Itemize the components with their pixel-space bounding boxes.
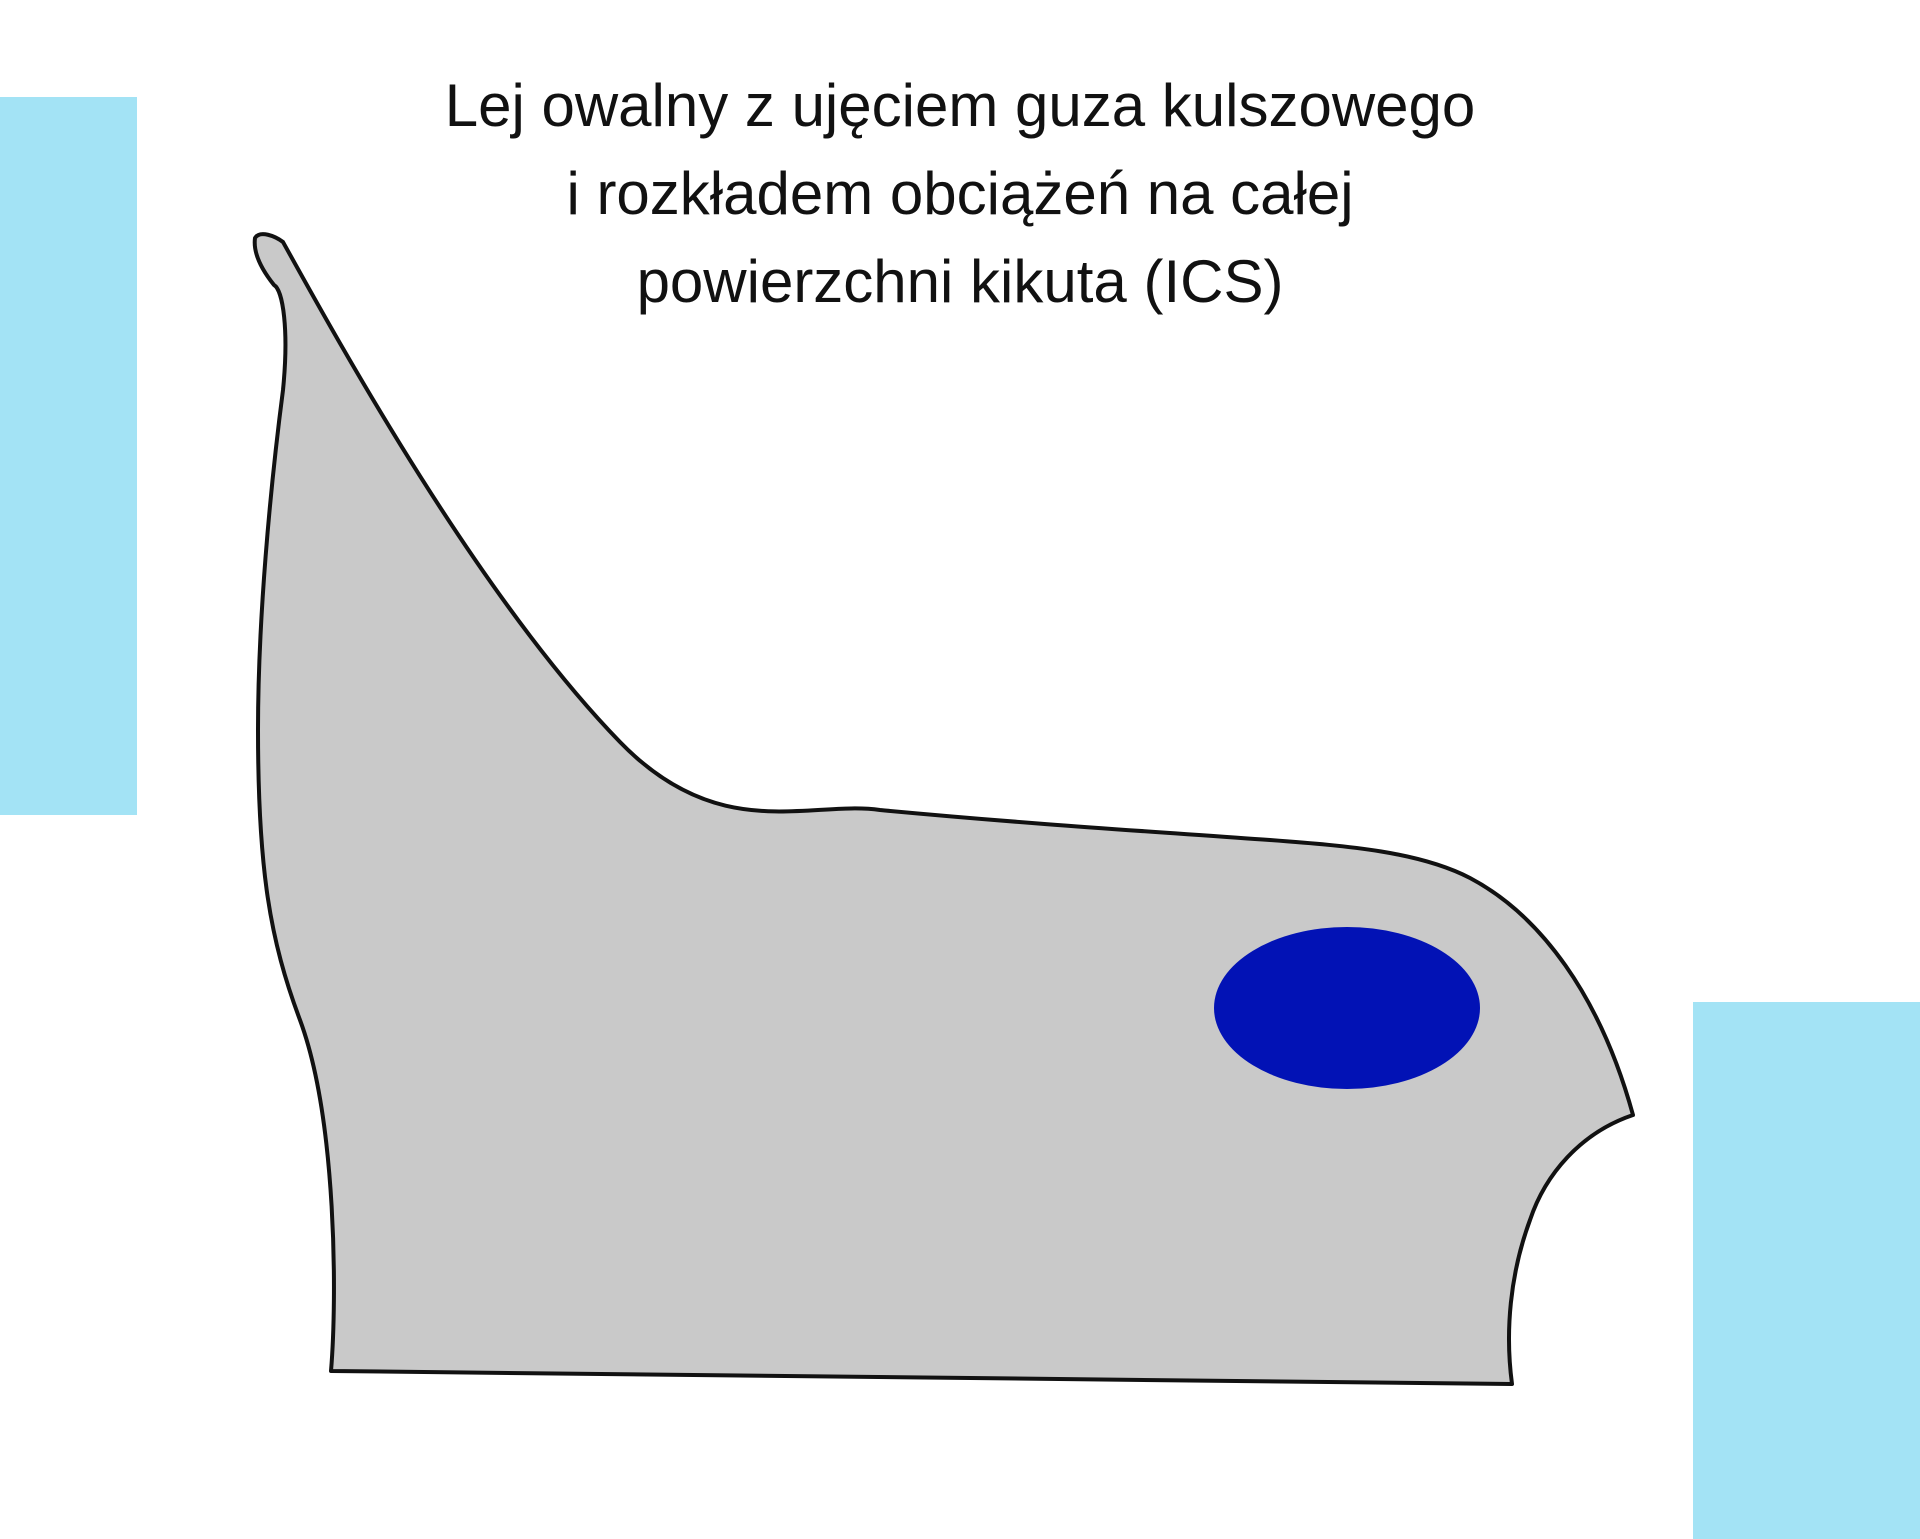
title-line-3: powierzchni kikuta (ICS): [636, 248, 1284, 315]
socket-outline-shape: [252, 232, 1635, 1386]
title-line-2: i rozkładem obciążeń na całej: [566, 160, 1354, 227]
right-accent-block: [1693, 1002, 1920, 1539]
left-accent-block: [0, 97, 137, 815]
diagram-title: Lej owalny z ujęciem guza kulszowego i r…: [330, 62, 1590, 326]
ischial-tuberosity-marker: [1214, 927, 1480, 1089]
title-line-1: Lej owalny z ujęciem guza kulszowego: [444, 72, 1476, 139]
